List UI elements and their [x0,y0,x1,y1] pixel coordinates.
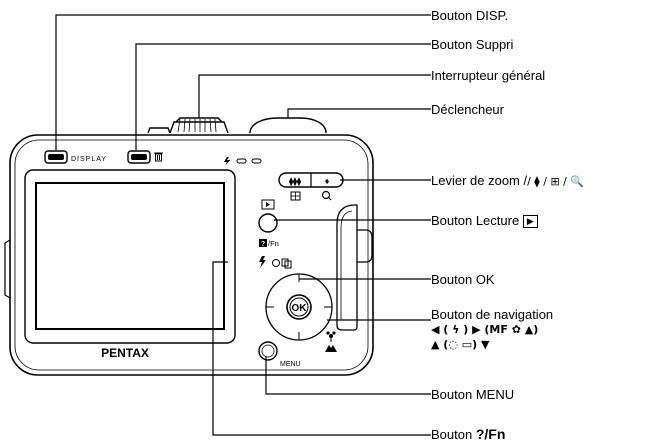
fn-help-icon: ? [259,239,267,248]
svg-text:♦: ♦ [325,176,330,186]
playback-icon [261,199,275,210]
brand-logo: PENTAX [101,346,149,360]
self-timer-icon [272,258,292,269]
lcd-screen [24,169,236,344]
delete-button[interactable] [127,150,151,164]
callout-shutter-release: Déclencheur [431,102,504,117]
display-button[interactable] [44,150,68,164]
macro-icon [326,331,336,342]
callout-ok-button: Bouton OK [431,272,495,287]
display-label: DISPLAY [71,156,107,163]
fn-symbol: ?/Fn [475,426,506,442]
flash-icon [259,256,266,268]
callout-navigation-button: Bouton de navigation ◀ ( ϟ ) ▶ (MF ✿ ▲) … [431,307,554,351]
fn-label: /Fn [268,239,279,248]
magnify-icon [321,190,332,201]
zoom-symbols: / ⧫ / ⊞ / 🔍 [527,175,585,188]
leader-lines [55,14,431,436]
landscape-icon [325,345,337,352]
menu-button[interactable] [258,341,278,361]
callout-power-switch: Interrupteur général [431,68,546,83]
ok-label: OK [292,303,308,314]
strap-lug [336,204,373,331]
ok-button[interactable] [286,294,312,320]
callout-zoom-lever: Levier de zoom // ⧫ / ⊞ / 🔍 [431,173,585,188]
trash-icon [154,152,163,162]
svg-text:⧫⧫⧫: ⧫⧫⧫ [288,177,302,187]
camera-top [147,117,327,134]
zoom-lever[interactable]: ⧫⧫⧫ ♦ [278,172,344,188]
playback-button[interactable] [258,213,278,233]
flash-indicator-icon [224,157,262,166]
nav-line-2: ◀ ( ϟ ) ▶ (MF ✿ ▲) [431,323,539,336]
callout-disp-button: Bouton DISP. [431,8,509,23]
nav-line-3: ▲ (◌ ▭) ▼ [431,338,490,351]
callout-fn-button: Bouton ?/Fn [431,426,506,443]
thumbnail-icon [290,191,301,201]
menu-label: MENU [280,361,301,368]
callout-playback-button: Bouton Lecture ▶ [431,213,538,229]
svg-text:?: ? [261,241,265,248]
callout-menu-button: Bouton MENU [431,387,515,402]
callout-delete-button: Bouton Suppri [431,37,514,52]
playback-box-icon: ▶ [522,215,538,229]
